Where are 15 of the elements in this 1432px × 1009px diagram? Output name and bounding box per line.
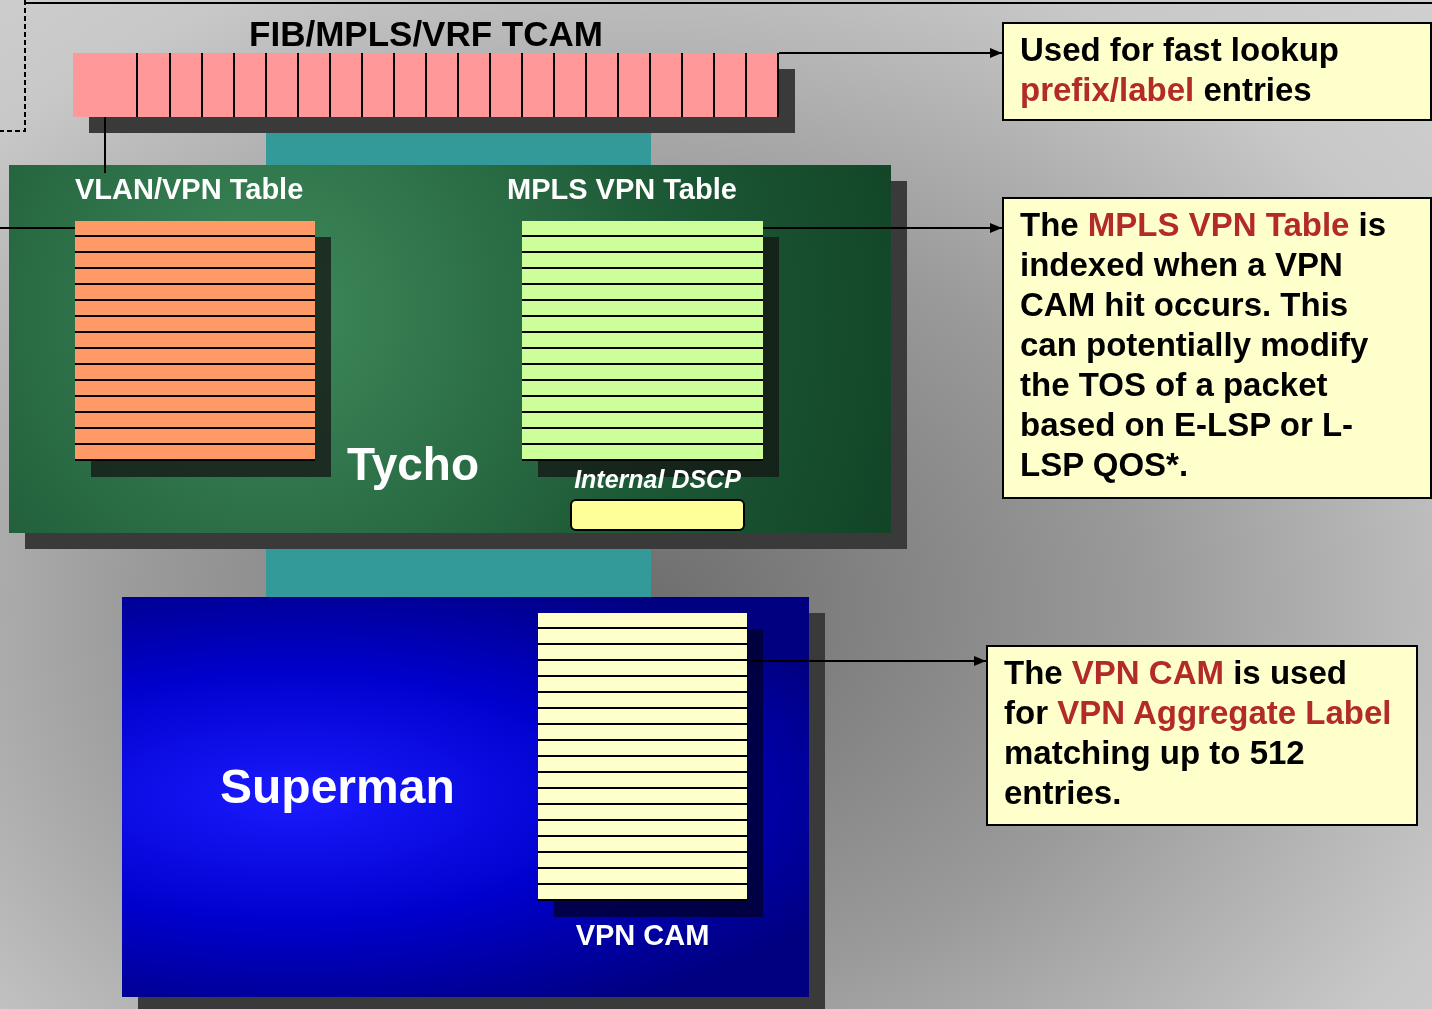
chip-name: Superman — [220, 759, 455, 814]
connector-line — [0, 227, 76, 229]
callout-box: The MPLS VPN Table is indexed when a VPN CAM hit occurs. This can potentially modify the TOS of a packet based on E-LSP or L-LSP QOS*. — [1002, 197, 1432, 499]
table-title: FIB/MPLS/VRF TCAM — [248, 14, 604, 54]
connector-line — [104, 116, 106, 174]
table-title: VPN CAM — [574, 919, 711, 952]
arrow — [746, 656, 987, 666]
table-title: VLAN/VPN Table — [75, 173, 304, 206]
arrow — [762, 223, 1003, 233]
arrow — [778, 48, 1003, 58]
table-title: MPLS VPN Table — [507, 173, 737, 206]
callout-box: Used for fast lookup prefix/label entries — [1002, 22, 1432, 121]
callout-box: The VPN CAM is used for VPN Aggregate Label matching up to 512 entries. — [986, 645, 1418, 826]
register-label: Internal DSCP — [573, 465, 742, 494]
chip-name: Tycho — [347, 437, 480, 491]
